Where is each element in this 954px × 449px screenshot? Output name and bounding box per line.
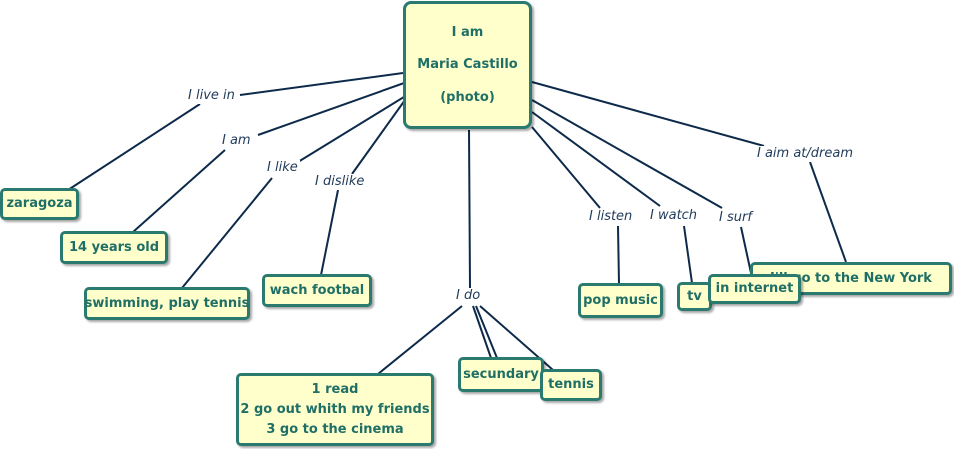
line-am-upper [257,81,408,136]
line-aim-upper [531,81,765,147]
node-music-text: pop music [583,292,658,308]
node-surf-text: in internet [715,281,794,296]
line-do-upper [468,129,471,289]
node-activities-line-3: 3 go to the cinema [266,421,404,437]
center-line-1: I am [451,24,484,40]
line-do-lower-3 [475,305,498,359]
node-age[interactable]: 14 years old [60,231,168,264]
link-label-like: I like [265,160,300,176]
node-surf[interactable]: in internet [708,274,801,304]
link-label-watch: I watch [648,208,700,224]
line-listen-upper [531,126,601,209]
node-dream-text: I'll go to the New York [770,270,932,286]
link-label-surf: I surf [717,210,754,226]
line-listen-lower [617,225,620,285]
node-music[interactable]: pop music [578,283,663,318]
center-line-2: Maria Castillo [417,57,518,72]
link-label-do: I do [454,288,483,304]
link-label-live-in: I live in [186,88,237,104]
line-like-lower [181,177,273,289]
line-dislike-upper [351,99,406,175]
node-zaragoza[interactable]: zaragoza [0,188,79,220]
line-dislike-lower [320,189,339,276]
node-zaragoza-text: zaragoza [6,196,73,211]
node-age-text: 14 years old [68,239,160,255]
node-sport-text: tennis [548,377,594,392]
line-surf-upper [531,99,723,209]
node-dislikes-text: wach footbal [269,282,365,298]
line-aim-lower [809,161,847,263]
line-do-lower-2 [472,305,492,359]
link-label-aim: I aim at/dream [755,146,856,162]
node-watch[interactable]: tv [677,282,712,311]
link-label-listen: I listen [587,209,635,225]
node-watch-text: tv [687,288,702,304]
node-likes-text: swimming, play tennis [84,295,250,311]
node-sport[interactable]: tennis [540,369,602,401]
line-watch-upper [531,111,661,207]
node-activities-line-1: 1 read [311,381,359,397]
link-label-dislike: I dislike [313,174,367,190]
line-watch-lower [683,225,693,284]
line-like-upper [297,91,413,163]
center-concept[interactable]: I am Maria Castillo (photo) [403,1,532,129]
line-surf-lower [740,226,752,274]
line-do-lower-1 [377,305,463,375]
node-school-text: secundary [463,366,539,382]
center-line-3: (photo) [440,89,495,105]
line-am-lower [132,149,226,233]
node-likes[interactable]: swimming, play tennis [84,287,250,320]
node-activities[interactable]: 1 read 2 go out whith my friends 3 go to… [236,373,434,446]
node-dislikes[interactable]: wach footbal [262,274,372,307]
line-live-in-lower [67,103,201,191]
node-activities-line-2: 2 go out whith my friends [240,401,430,417]
node-school[interactable]: secundary [458,357,544,392]
link-label-am: I am [220,133,253,149]
line-live-in-upper [239,72,404,96]
